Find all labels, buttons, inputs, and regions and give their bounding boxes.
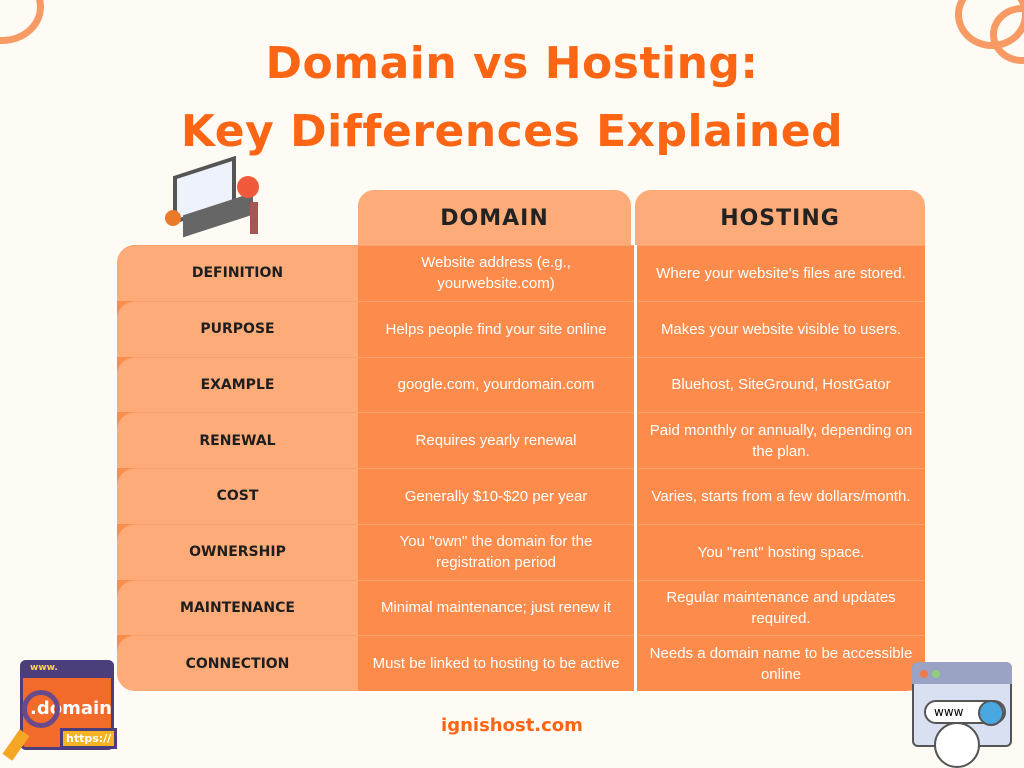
hosting-cell: Needs a domain name to be accessible onl… <box>637 635 925 691</box>
domain-cell: google.com, yourdomain.com <box>358 356 634 413</box>
search-icon <box>978 700 1004 726</box>
domain-cell: Helps people find your site online <box>358 300 634 357</box>
hosting-cell: Makes your website visible to users. <box>637 300 925 357</box>
globe-icon <box>934 722 980 768</box>
column-header-hosting: HOSTING <box>635 190 925 246</box>
www-label: www. <box>30 663 58 673</box>
hosting-cell: Bluehost, SiteGround, HostGator <box>637 356 925 413</box>
row-label: COST <box>117 468 358 524</box>
page-title-line1: Domain vs Hosting: <box>265 38 759 89</box>
domain-cell: Must be linked to hosting to be active <box>358 635 634 691</box>
domain-illustration: www. .domain https:// <box>2 660 118 765</box>
row-label: RENEWAL <box>117 412 358 468</box>
domain-cell: Website address (e.g., yourwebsite.com) <box>358 245 634 301</box>
hosting-cell: Regular maintenance and updates required… <box>637 579 925 636</box>
https-label: https:// <box>60 728 118 749</box>
row-label: EXAMPLE <box>117 356 358 413</box>
row-label: CONNECTION <box>117 635 358 691</box>
decorative-swirl-right-2 <box>990 5 1024 64</box>
row-label: PURPOSE <box>117 300 358 357</box>
page-title-line2: Key Differences Explained <box>180 106 844 157</box>
browser-illustration: www <box>912 662 1014 768</box>
hosting-cell: Varies, starts from a few dollars/month. <box>637 468 925 524</box>
hosting-cell: Where your website's files are stored. <box>637 245 925 301</box>
domain-cell: Generally $10-$20 per year <box>358 468 634 524</box>
hosting-cell: Paid monthly or annually, depending on t… <box>637 412 925 468</box>
laptop-illustration <box>165 155 275 242</box>
domain-cell: Minimal maintenance; just renew it <box>358 579 634 636</box>
row-label: DEFINITION <box>117 245 358 301</box>
column-header-domain: DOMAIN <box>358 190 631 246</box>
domain-cell: Requires yearly renewal <box>358 412 634 468</box>
domain-cell: You "own" the domain for the registratio… <box>358 523 634 580</box>
hosting-cell: You "rent" hosting space. <box>637 523 925 580</box>
footer-website[interactable]: ignishost.com <box>441 715 583 736</box>
row-label: OWNERSHIP <box>117 523 358 580</box>
row-label: MAINTENANCE <box>117 579 358 636</box>
